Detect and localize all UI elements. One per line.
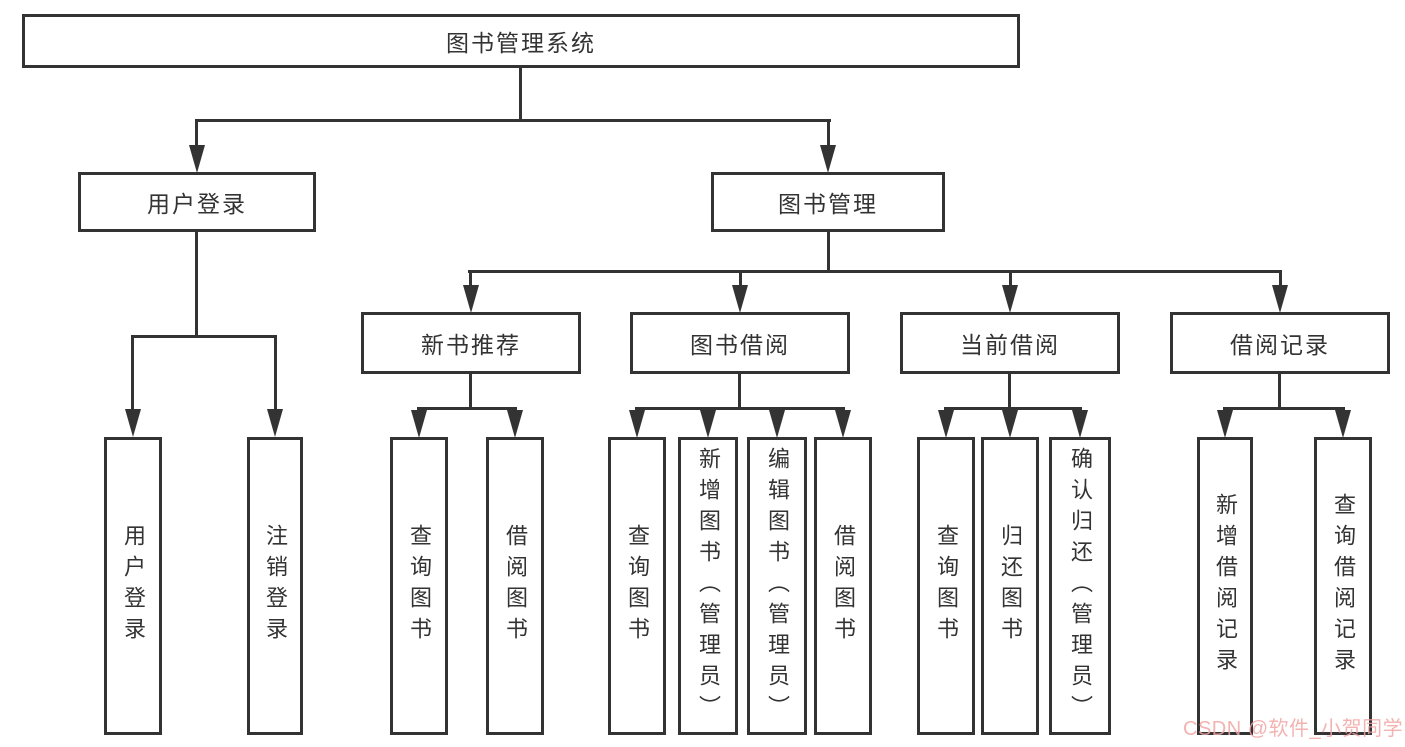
connector-drop-user-login: [195, 119, 198, 147]
connector-new-book-stem: [469, 374, 472, 410]
leaf-query-books-current: 查询图书: [917, 437, 975, 735]
leaf-label: 编辑图书（管理员）: [765, 446, 790, 726]
leaf-label: 注销登录: [263, 524, 288, 648]
node-current-borrowing: 当前借阅: [900, 312, 1120, 374]
arrow-down-icon: [1335, 410, 1351, 438]
leaf-borrow-books: 借阅图书: [814, 437, 872, 735]
node-label: 新书推荐: [421, 332, 521, 358]
leaf-query-books-newbook: 查询图书: [390, 437, 448, 735]
arrow-down-icon: [938, 410, 954, 438]
leaf-label: 确认归还（管理员）: [1068, 446, 1093, 726]
arrow-down-icon: [189, 145, 205, 173]
connector-root-stem: [519, 68, 522, 122]
leaf-logout: 注销登录: [247, 437, 303, 735]
arrow-down-icon: [835, 410, 851, 438]
leaf-label: 归还图书: [998, 524, 1023, 648]
arrow-down-icon: [1072, 410, 1088, 438]
leaf-label: 用户登录: [121, 524, 146, 648]
node-library-management-system: 图书管理系统: [22, 14, 1020, 68]
node-label: 借阅记录: [1230, 332, 1330, 358]
arrow-down-icon: [629, 410, 645, 438]
leaf-label: 借阅图书: [503, 524, 528, 648]
connector-user-login-stem: [195, 232, 198, 338]
arrow-down-icon: [769, 410, 785, 438]
connector-drop-borrow-records: [1279, 270, 1282, 286]
connector-book-borrow-stem: [738, 374, 741, 410]
connector-drop-leaf-logout: [274, 335, 277, 411]
connector-level3-rail: [468, 270, 1282, 273]
csdn-watermark: CSDN @软件_小贺同学: [1183, 718, 1404, 740]
node-book-management: 图书管理: [711, 172, 945, 232]
arrow-down-icon: [267, 409, 283, 437]
arrow-down-icon: [507, 410, 523, 438]
leaf-borrow-books-newbook: 借阅图书: [486, 437, 544, 735]
connector-borrow-records-rail: [1223, 407, 1345, 410]
arrow-down-icon: [1217, 410, 1233, 438]
node-book-borrowing: 图书借阅: [630, 312, 850, 374]
connector-current-borrow-stem: [1008, 374, 1011, 410]
leaf-confirm-return-admin: 确认归还（管理员）: [1049, 437, 1111, 735]
leaf-label: 查询图书: [625, 524, 650, 648]
connector-drop-book-borrow: [739, 270, 742, 286]
arrow-down-icon: [411, 410, 427, 438]
connector-drop-leaf-user-login: [131, 335, 134, 411]
leaf-label: 查询图书: [407, 524, 432, 648]
connector-user-login-rail: [131, 335, 277, 338]
leaf-label: 借阅图书: [831, 524, 856, 648]
node-label: 图书管理系统: [446, 30, 596, 56]
leaf-add-books-admin: 新增图书（管理员）: [678, 437, 738, 735]
arrow-down-icon: [463, 285, 479, 313]
node-new-book-recommendation: 新书推荐: [361, 312, 581, 374]
leaf-user-login: 用户登录: [104, 437, 162, 735]
arrow-down-icon: [732, 285, 748, 313]
connector-current-borrow-rail: [944, 407, 1082, 410]
leaf-return-books: 归还图书: [981, 437, 1039, 735]
leaf-edit-books-admin: 编辑图书（管理员）: [747, 437, 807, 735]
leaf-label: 新增借阅记录: [1213, 493, 1238, 679]
connector-book-management-stem: [827, 232, 830, 272]
arrow-down-icon: [1272, 285, 1288, 313]
connector-drop-current-borrow: [1009, 270, 1012, 286]
node-label: 用户登录: [147, 191, 247, 217]
leaf-label: 查询借阅记录: [1331, 493, 1356, 679]
leaf-add-borrow-record: 新增借阅记录: [1197, 437, 1253, 735]
arrow-down-icon: [820, 145, 836, 173]
node-label: 图书管理: [778, 191, 878, 217]
node-label: 当前借阅: [960, 332, 1060, 358]
node-label: 图书借阅: [690, 332, 790, 358]
leaf-label: 查询图书: [934, 524, 959, 648]
connector-new-book-rail: [417, 407, 517, 410]
leaf-label: 新增图书（管理员）: [696, 446, 721, 726]
connector-borrow-records-stem: [1278, 374, 1281, 410]
arrow-down-icon: [700, 410, 716, 438]
connector-book-borrow-rail: [635, 407, 845, 410]
connector-drop-new-book: [469, 270, 472, 286]
connector-drop-book-management: [827, 119, 830, 147]
node-borrowing-records: 借阅记录: [1170, 312, 1390, 374]
leaf-query-books-borrow: 查询图书: [608, 437, 666, 735]
arrow-down-icon: [125, 409, 141, 437]
arrow-down-icon: [1002, 410, 1018, 438]
connector-level1-rail: [195, 119, 831, 122]
leaf-query-borrow-record: 查询借阅记录: [1314, 437, 1372, 735]
node-user-login: 用户登录: [78, 172, 316, 232]
arrow-down-icon: [1002, 285, 1018, 313]
